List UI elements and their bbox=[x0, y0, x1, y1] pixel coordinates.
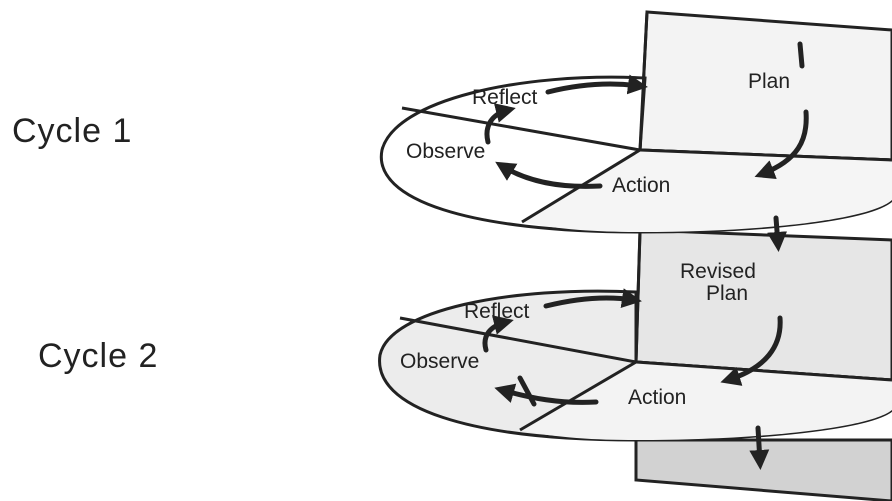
cycle-2-label: Cycle 2 bbox=[38, 337, 158, 375]
cycle-2-reflect-to-plan-arrow bbox=[543, 288, 642, 309]
cycle-2-plan-line1: Revised bbox=[680, 260, 756, 283]
cycle-2-plan-to-action-arrow bbox=[720, 315, 783, 386]
cycle-1-arrows bbox=[484, 41, 809, 189]
cycle-2-action-to-observe-arrow bbox=[494, 383, 599, 405]
cycle-2-arrows bbox=[482, 288, 783, 407]
cycle-1-reflect-to-plan-arrow bbox=[545, 74, 648, 95]
cycle-1-plan-dash-arrow bbox=[797, 41, 805, 69]
cycle-2-action-label: Action bbox=[628, 386, 686, 409]
cycle-2-plan-line2: Plan bbox=[706, 282, 748, 305]
cycle-1-reflect-label: Reflect bbox=[472, 86, 538, 109]
plan-column bbox=[634, 10, 892, 501]
cycle-1-plan-to-action-arrow bbox=[754, 109, 809, 179]
cycle-2-divider-observe bbox=[519, 360, 637, 432]
cycle-1-label: Cycle 1 bbox=[12, 112, 132, 150]
cycle-2-divider-action bbox=[635, 360, 892, 382]
cycle-1-divider-reflect bbox=[401, 106, 641, 152]
cycle-1-to-cycle-2-arrow bbox=[767, 215, 788, 252]
cycle-1-observe-label: Observe bbox=[406, 140, 485, 163]
cycle-2-observe-label: Observe bbox=[400, 350, 479, 373]
cycle-1-observe-to-reflect-arrow bbox=[484, 103, 516, 145]
cycle-2-reflect-label: Reflect bbox=[464, 300, 530, 323]
cycle-2-observe-to-reflect-arrow bbox=[482, 315, 514, 353]
cycle-2-action-band bbox=[520, 362, 892, 440]
cycle-2-divider-reflect bbox=[399, 316, 637, 364]
cycle-1-divider-action bbox=[639, 148, 892, 162]
continuation-arrow bbox=[749, 425, 770, 470]
cycle-1-action-label: Action bbox=[612, 174, 670, 197]
cycle-1-action-to-observe-arrow bbox=[495, 161, 603, 189]
cycle-2-observe-cross-tick bbox=[517, 375, 537, 407]
plan-panel-continuation bbox=[634, 438, 892, 501]
cycle-1-action-band bbox=[522, 150, 892, 232]
cycle-1-plan-label: Plan bbox=[748, 70, 790, 93]
